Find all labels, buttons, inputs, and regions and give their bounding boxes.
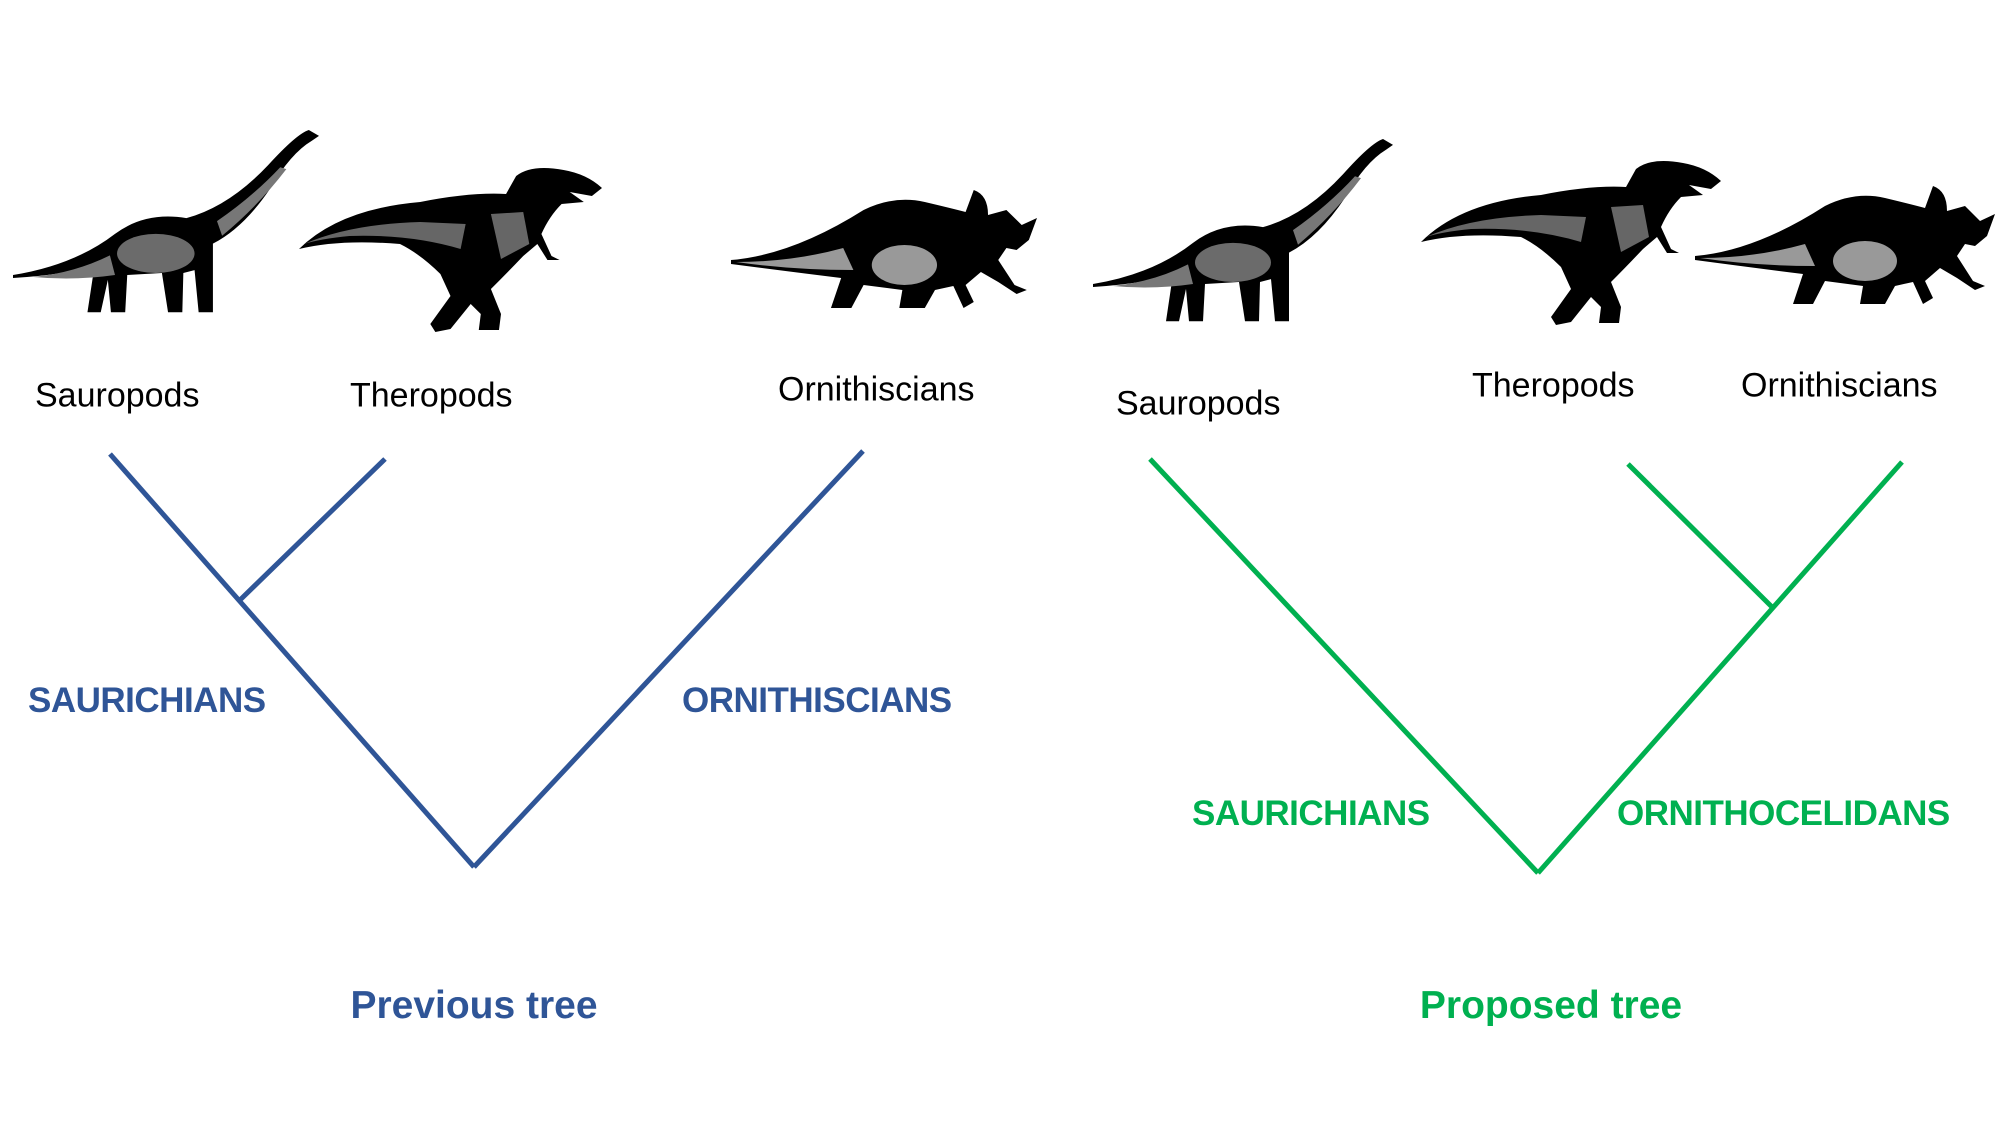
- proposed-tree-title: Proposed tree: [1419, 984, 1683, 1027]
- proposed-tree-branches: [1148, 457, 1904, 875]
- clade-label-ornithocelidans: ORNITHOCELIDANS: [1617, 794, 1950, 833]
- clade-label-ornithiscians: ORNITHISCIANS: [682, 681, 952, 720]
- branch-ornithiscians: [1536, 460, 1904, 875]
- branch-theropods: [1626, 462, 1775, 610]
- leaf-label-theropods: Theropods: [1472, 366, 1635, 405]
- sauropod-silhouette: [1093, 138, 1393, 322]
- previous-tree-title: Previous tree: [350, 984, 598, 1027]
- leaf-label-ornithiscians: Ornithiscians: [1741, 366, 1938, 405]
- leaf-label-sauropods: Sauropods: [35, 376, 200, 415]
- branch-sauropods: [108, 452, 476, 869]
- branch-ornithiscians: [472, 449, 865, 869]
- theropod-silhouette: [1421, 161, 1721, 325]
- theropod-silhouette: [299, 168, 602, 332]
- sauropod-silhouette: [13, 129, 319, 313]
- ceratopsian-silhouette: [1695, 186, 1995, 304]
- previous-tree-branches: [108, 449, 865, 869]
- clade-label-saurichians: SAURICHIANS: [28, 681, 266, 720]
- branch-sauropods: [1148, 457, 1540, 875]
- clade-label-saurichians: SAURICHIANS: [1192, 794, 1430, 833]
- leaf-label-sauropods: Sauropods: [1116, 384, 1281, 423]
- ceratopsian-silhouette: [731, 190, 1037, 308]
- leaf-label-theropods: Theropods: [350, 376, 513, 415]
- branch-theropods: [238, 457, 387, 602]
- leaf-label-ornithiscians: Ornithiscians: [778, 370, 975, 409]
